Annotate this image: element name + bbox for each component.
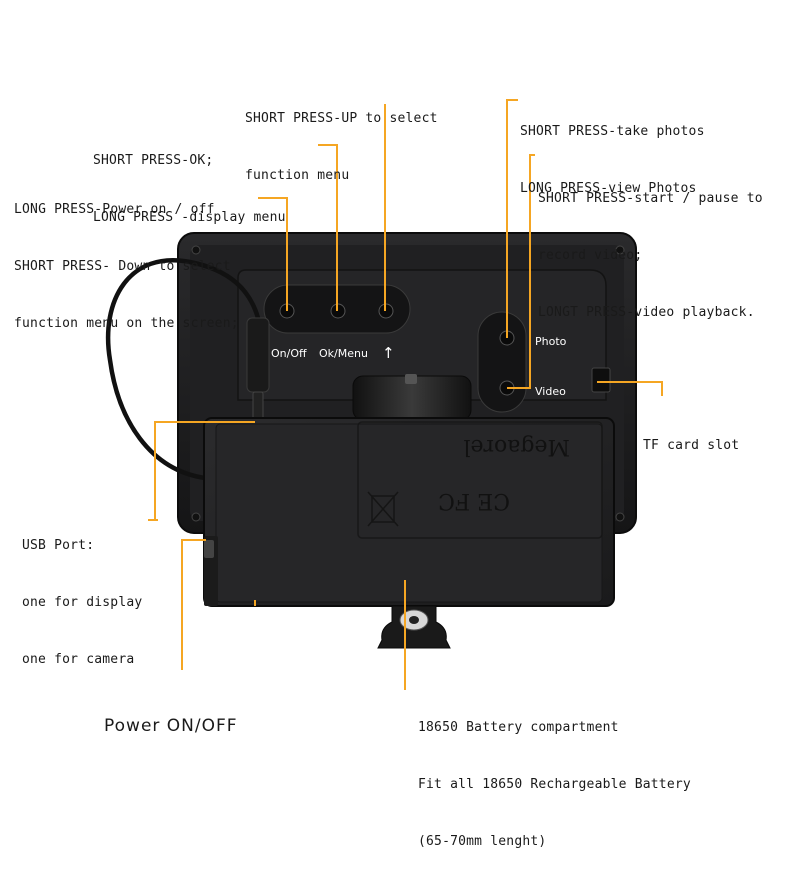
callout-line-tf (597, 381, 663, 396)
callout-power: LONG PRESS-Power on / off SHORT PRESS- D… (14, 162, 239, 352)
mount-knob-center (409, 616, 419, 624)
usb-cable (105, 258, 261, 481)
callout-battery-line1: 18650 Battery compartment (418, 720, 619, 735)
callout-usb-line1: USB Port: (22, 538, 95, 553)
callout-up: SHORT PRESS-UP to select function menu (245, 71, 438, 204)
callout-line-ok (318, 144, 338, 311)
callout-photo: SHORT PRESS-take photos LONG PRESS-view … (520, 84, 705, 217)
callout-battery: 18650 Battery compartment Fit all 18650 … (418, 680, 691, 870)
callout-power-switch-line1: Power ON/OFF (104, 716, 238, 736)
callout-up-line1: SHORT PRESS-UP to select (245, 111, 438, 126)
callout-usb: USB Port: one for display one for camera (22, 498, 142, 688)
up-arrow-icon: ↑ (382, 344, 395, 362)
callout-line-power-switch (181, 539, 206, 670)
callout-photo-line1: SHORT PRESS-take photos (520, 124, 705, 139)
callout-tf-line1: TF card slot (643, 438, 740, 453)
callout-power-line1: LONG PRESS-Power on / off (14, 202, 215, 217)
screw (191, 245, 201, 255)
photo-label: Photo (535, 335, 567, 348)
stamped-label: Megaorel CE FC (357, 421, 603, 539)
callout-tf: TF card slot (643, 398, 739, 474)
callout-video-line3: LONGT PRESS-video playback. (538, 305, 755, 320)
callout-ok-line2: LONG PRESS -display menu (93, 210, 286, 225)
screw (615, 512, 625, 522)
cert-marks-text: CE FC (438, 488, 510, 513)
callout-video-line1: SHORT PRESS-start / pause to (538, 191, 763, 206)
callout-ok-line1: SHORT PRESS-OK; (93, 153, 214, 168)
callout-video-line2: record video; (538, 248, 643, 263)
okmenu-label: Ok/Menu (319, 347, 368, 360)
hinge-tab (405, 374, 417, 384)
callout-lines (148, 99, 663, 690)
callout-up-line2: function menu (245, 168, 350, 183)
usb-plug[interactable] (246, 317, 270, 393)
callout-power-line3: function menu on the screen; (14, 316, 239, 331)
callout-line-usb (154, 421, 255, 520)
power-switch[interactable] (204, 540, 214, 558)
usb-plug-neck (252, 391, 264, 421)
screw (191, 512, 201, 522)
onoff-label: On/Off (271, 347, 307, 360)
device-diagram: On/Off Ok/Menu ↑ Photo Video Megaorel CE… (105, 99, 663, 690)
callout-power-switch: Power ON/OFF (104, 679, 238, 755)
callout-line-power (258, 197, 288, 311)
tf-card-slot[interactable] (591, 367, 611, 393)
callout-line-photo (506, 99, 518, 338)
brand-text: Megaorel (463, 434, 570, 459)
callout-battery-line2: Fit all 18650 Rechargeable Battery (418, 777, 691, 792)
callout-usb-line3: one for camera (22, 652, 135, 667)
photo-video-pill (477, 311, 527, 413)
callout-ok: SHORT PRESS-OK; LONG PRESS -display menu (93, 113, 286, 246)
callout-video: SHORT PRESS-start / pause to record vide… (538, 151, 763, 341)
callout-power-line2: SHORT PRESS- Down to select (14, 259, 231, 274)
callout-photo-line2: LONG PRESS-view Photos (520, 181, 697, 196)
callout-usb-line2: one for display (22, 595, 143, 610)
screw (615, 245, 625, 255)
weee-bin-icon (367, 491, 399, 527)
callout-battery-line3: (65-70mm lenght) (418, 834, 547, 849)
video-label: Video (535, 385, 566, 398)
callout-line-video (507, 154, 535, 389)
